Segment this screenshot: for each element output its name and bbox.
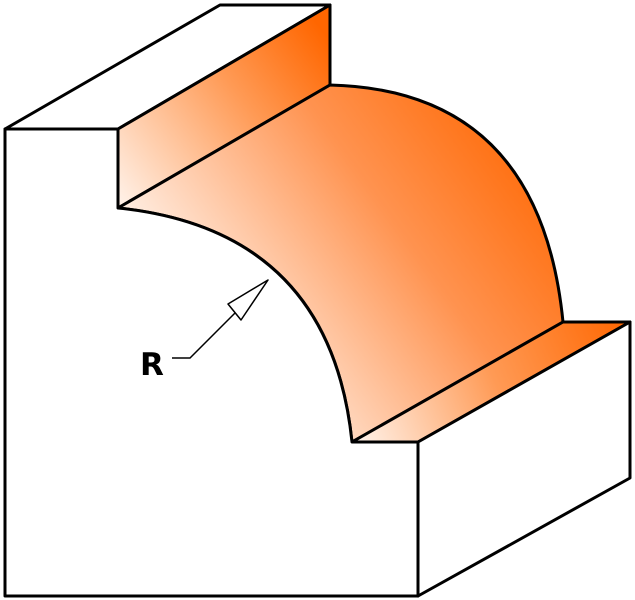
leader-line — [172, 302, 246, 359]
radius-annotation: R — [140, 279, 269, 383]
arrow-head-icon — [227, 279, 269, 321]
front-face — [3, 127, 420, 598]
radius-label: R — [140, 347, 164, 383]
